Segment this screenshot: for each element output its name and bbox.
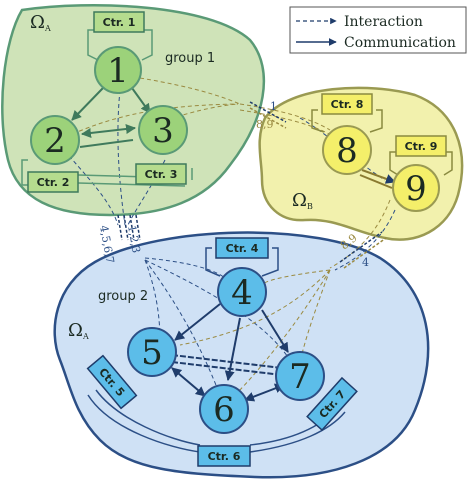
legend-communication-label: Communication <box>344 35 456 51</box>
svg-text:ΩA: ΩA <box>68 320 89 341</box>
link-label-1-2-3: 1,2,3 <box>125 224 143 254</box>
node-2: 2 <box>30 115 80 165</box>
node-8: 8 <box>322 125 372 175</box>
controller-loops <box>21 29 453 453</box>
svg-text:ΩA: ΩA <box>30 12 51 33</box>
node-3-label: 3 <box>152 111 174 151</box>
region-label-omega-a-bottom: ΩA <box>68 320 89 341</box>
legend: Interaction Communication <box>289 6 467 54</box>
svg-text:ΩB: ΩB <box>292 190 313 211</box>
node-7-label: 7 <box>289 357 311 397</box>
group-1-label: group 1 <box>165 51 215 66</box>
controller-6: Ctr. 6 <box>197 445 251 467</box>
svg-text:Ctr. 6: Ctr. 6 <box>208 450 241 463</box>
svg-text:Ctr. 9: Ctr. 9 <box>405 140 438 153</box>
controller-1: Ctr. 1 <box>93 11 145 33</box>
svg-text:Ctr. 8: Ctr. 8 <box>331 98 364 111</box>
node-9: 9 <box>392 164 440 212</box>
node-6-label: 6 <box>213 390 235 430</box>
node-6: 6 <box>199 384 249 434</box>
communication-arrows-b <box>359 169 396 189</box>
node-4-label: 4 <box>231 273 253 313</box>
group-2-label: group 2 <box>98 289 148 304</box>
node-7: 7 <box>275 351 325 401</box>
svg-text:Ctr. 3: Ctr. 3 <box>145 168 178 181</box>
node-1-label: 1 <box>107 51 129 91</box>
svg-text:Ctr. 2: Ctr. 2 <box>37 176 70 189</box>
node-5: 5 <box>127 327 177 377</box>
node-5-label: 5 <box>141 333 163 373</box>
communication-arrows-group1 <box>71 87 151 148</box>
link-label-1: 1 <box>270 100 277 113</box>
link-label-8-9-top: 8,9 <box>256 118 274 131</box>
node-3: 3 <box>138 105 188 155</box>
region-omega-a-group1 <box>1 4 266 217</box>
region-label-omega-a-top: ΩA <box>30 12 51 33</box>
svg-text:Ctr. 4: Ctr. 4 <box>226 242 259 255</box>
node-2-label: 2 <box>44 121 66 161</box>
svg-text:Ctr. 1: Ctr. 1 <box>103 16 136 29</box>
legend-interaction-label: Interaction <box>344 14 423 30</box>
controller-9: Ctr. 9 <box>395 135 447 157</box>
node-9-label: 9 <box>405 169 427 209</box>
controller-8: Ctr. 8 <box>321 93 373 115</box>
controller-2: Ctr. 2 <box>27 171 79 193</box>
link-label-4: 4 <box>362 256 369 269</box>
node-4: 4 <box>217 267 267 317</box>
node-1: 1 <box>94 46 142 94</box>
inter-region-links <box>117 101 387 269</box>
node-8-label: 8 <box>336 131 358 171</box>
communication-arrows-group2 <box>171 303 289 402</box>
controller-3: Ctr. 3 <box>135 163 187 185</box>
region-label-omega-b: ΩB <box>292 190 313 211</box>
controller-4: Ctr. 4 <box>215 237 269 259</box>
